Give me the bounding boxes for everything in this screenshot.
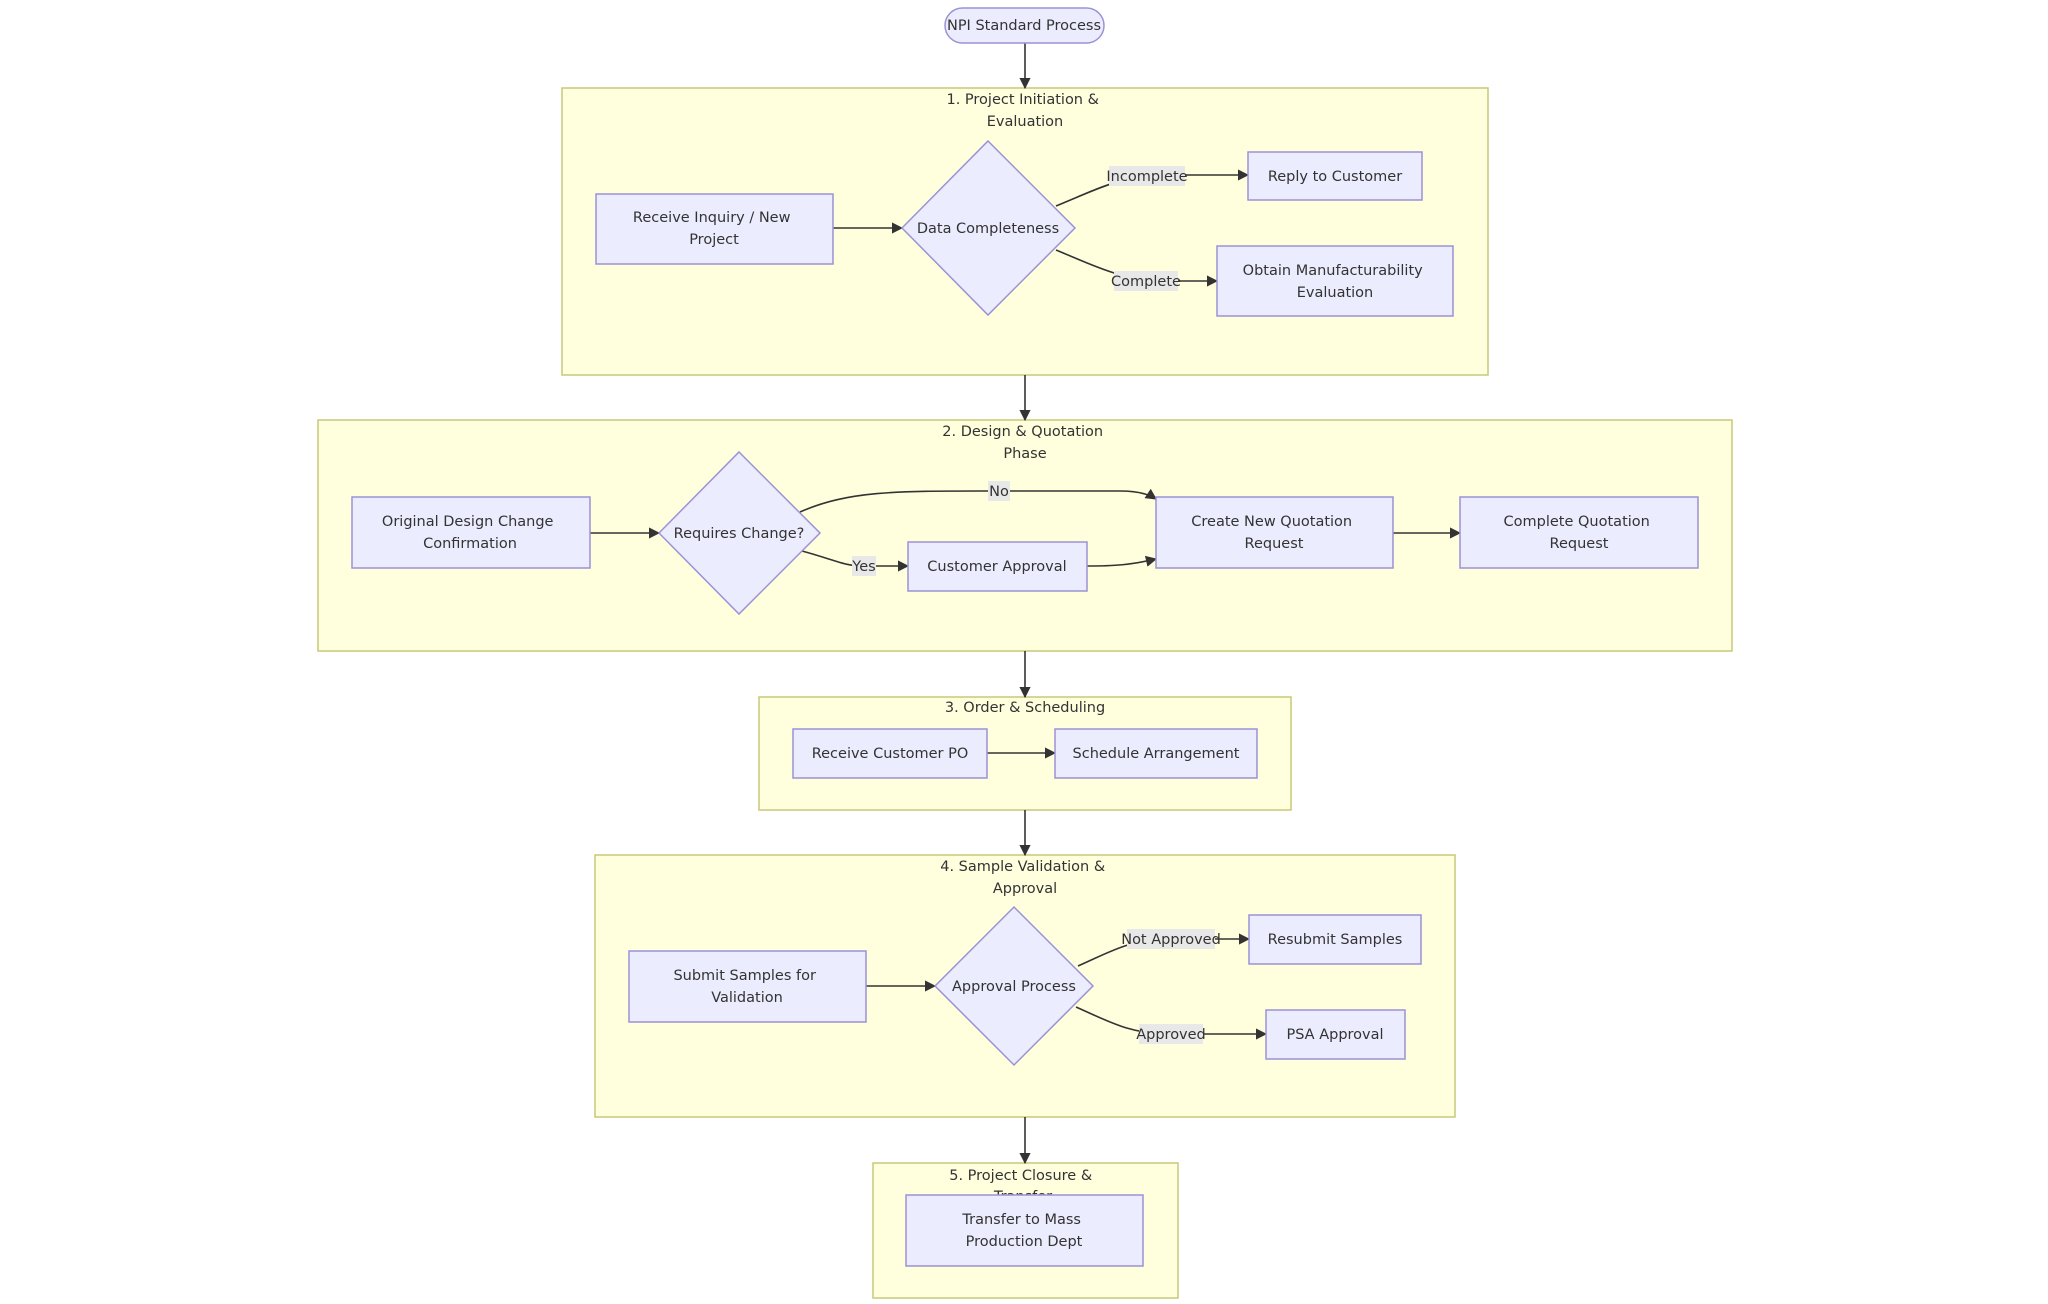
svg-text:Create New Quotation Req: Create New Quotation Request bbox=[1191, 514, 1356, 552]
svg-text:Approved: Approved bbox=[1136, 1027, 1206, 1043]
node-receive-customer-po: Receive Customer PO bbox=[792, 728, 988, 779]
svg-text:NPI Standard Process: NPI Standard Process bbox=[947, 18, 1101, 34]
cluster-title-project-initiation: 1. Project Initiation & Evaluation bbox=[946, 92, 1103, 130]
svg-text:Approval Process: Approval Process bbox=[952, 979, 1076, 995]
svg-text:No: No bbox=[989, 484, 1009, 500]
edge-label-not-approved: Not Approved bbox=[1121, 929, 1221, 949]
start-node-npi-standard-process: NPI Standard Process bbox=[944, 7, 1105, 44]
node-transfer-to-mass-production: Transfer to Mass Production Dept bbox=[905, 1194, 1144, 1267]
decision-approval-process: Approval Process bbox=[933, 905, 1095, 1067]
svg-text:Original Design Change C: Original Design Change Confirmation bbox=[382, 514, 558, 552]
edge-label-yes: Yes bbox=[851, 556, 876, 576]
node-customer-approval: Customer Approval bbox=[907, 541, 1088, 592]
svg-text:Data Completeness: Data Completeness bbox=[917, 221, 1059, 237]
edge-requires-no bbox=[799, 488, 1157, 513]
svg-text:Yes: Yes bbox=[851, 559, 875, 575]
cluster-title-order-scheduling: 3. Order & Scheduling bbox=[945, 700, 1105, 716]
svg-text:Receive Customer PO: Receive Customer PO bbox=[812, 746, 969, 762]
svg-text:Transfer to Mass Product: Transfer to Mass Production Dept bbox=[961, 1212, 1085, 1250]
svg-text:Submit Samples for Valid: Submit Samples for Validation bbox=[673, 968, 820, 1006]
node-create-new-quotation: Create New Quotation Request bbox=[1155, 496, 1394, 569]
cluster-title-design-quotation: 2. Design & Quotation Phase bbox=[942, 424, 1107, 462]
node-reply-to-customer: Reply to Customer bbox=[1247, 151, 1423, 201]
node-schedule-arrangement: Schedule Arrangement bbox=[1054, 728, 1258, 779]
edge-label-incomplete: Incomplete bbox=[1106, 166, 1188, 186]
svg-text:Complete: Complete bbox=[1111, 274, 1181, 290]
node-complete-quotation: Complete Quotation Request bbox=[1459, 496, 1699, 569]
edge-approval-to-create bbox=[1086, 555, 1158, 567]
svg-text:Not Approved: Not Approved bbox=[1121, 932, 1221, 948]
svg-text:Receive Inquiry / New Pr: Receive Inquiry / New Project bbox=[633, 210, 795, 248]
edge-label-complete: Complete bbox=[1111, 271, 1181, 291]
node-original-design-change: Original Design Change Confirmation bbox=[351, 496, 591, 569]
decision-data-completeness: Data Completeness bbox=[900, 139, 1077, 317]
edge-label-approved: Approved bbox=[1136, 1024, 1206, 1044]
svg-text:Requires Change?: Requires Change? bbox=[674, 526, 805, 542]
node-psa-approval: PSA Approval bbox=[1265, 1009, 1406, 1060]
svg-text:Reply to Customer: Reply to Customer bbox=[1268, 169, 1402, 185]
svg-text:Complete Quotation Reque: Complete Quotation Request bbox=[1504, 514, 1655, 552]
svg-text:Schedule Arrangement: Schedule Arrangement bbox=[1073, 746, 1240, 762]
node-resubmit-samples: Resubmit Samples bbox=[1248, 914, 1422, 965]
cluster-title-sample-validation: 4. Sample Validation & Approval bbox=[940, 859, 1110, 897]
svg-text:PSA Approval: PSA Approval bbox=[1286, 1027, 1383, 1043]
node-obtain-manufacturability-evaluation: Obtain Manufacturability Evaluation bbox=[1216, 245, 1454, 317]
node-receive-inquiry: Receive Inquiry / New Project bbox=[595, 193, 834, 265]
svg-text:Incomplete: Incomplete bbox=[1106, 169, 1187, 185]
svg-text:Customer Approval: Customer Approval bbox=[927, 559, 1066, 575]
svg-text:Obtain Manufacturability: Obtain Manufacturability Evaluation bbox=[1243, 263, 1428, 301]
node-submit-samples: Submit Samples for Validation bbox=[628, 950, 867, 1023]
svg-text:Resubmit Samples: Resubmit Samples bbox=[1268, 932, 1403, 948]
edge-label-no: No bbox=[988, 481, 1010, 501]
decision-requires-change: Requires Change? bbox=[657, 450, 822, 616]
